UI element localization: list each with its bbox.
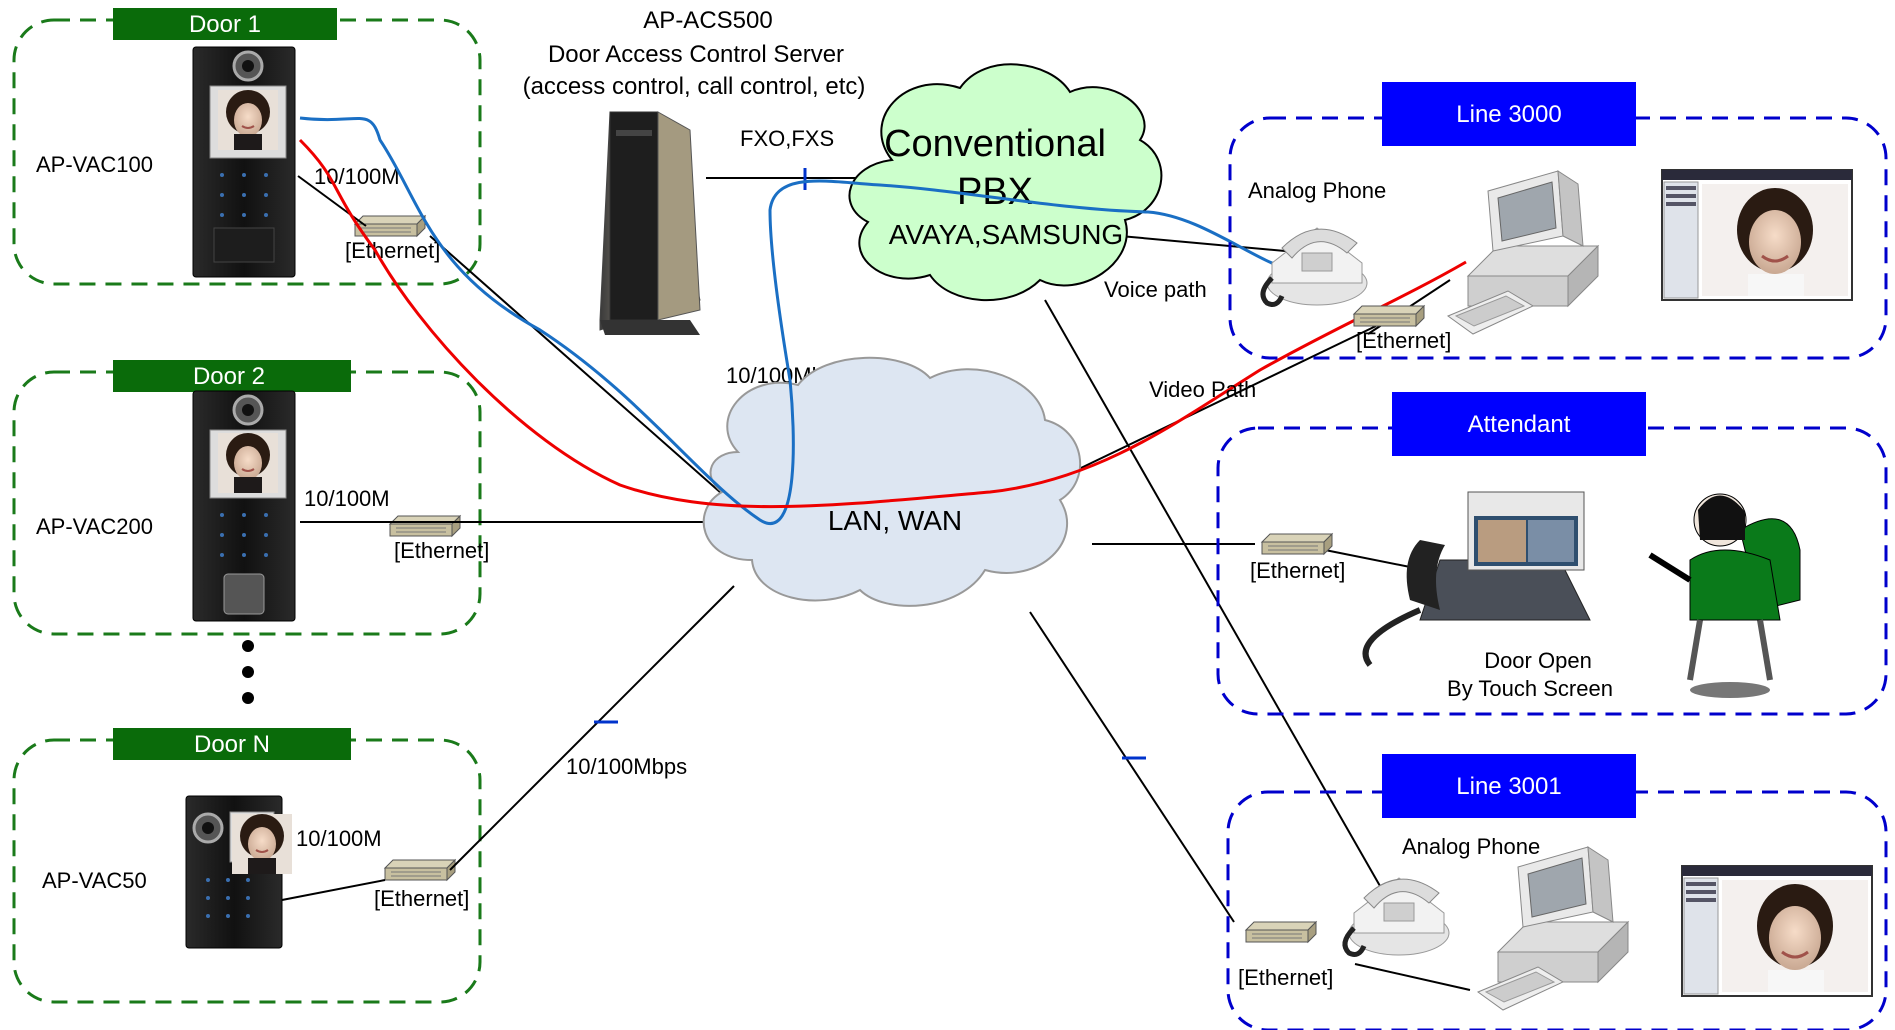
server-title: Door Access Control Server xyxy=(548,41,844,68)
door-1-device-icon xyxy=(192,46,296,278)
door-1-speed: 10/100M xyxy=(314,164,400,189)
door-n-ethernet-switch-icon xyxy=(384,859,456,881)
line-3001-group: Line 3001 Analog Phone [Ethernet] xyxy=(1226,754,1888,1030)
lan-wan-cloud: LAN, WAN xyxy=(702,356,1082,607)
door-1-model: AP-VAC100 xyxy=(36,152,153,177)
door-n-device-icon xyxy=(185,795,293,949)
door-2-header: Door 2 xyxy=(193,363,265,390)
door-n-speed: 10/100M xyxy=(296,826,382,851)
line-3000-ethernet-switch-icon xyxy=(1353,305,1425,327)
line-3001-video-screen-icon xyxy=(1680,864,1874,998)
more-doors-ellipsis xyxy=(242,640,254,704)
line-3001-ethernet-label: [Ethernet] xyxy=(1238,965,1333,990)
door-2-device-icon xyxy=(192,390,296,622)
server-group: AP-ACS500 Door Access Control Server (ac… xyxy=(523,7,866,388)
door-2-ethernet-switch-icon xyxy=(389,515,461,537)
line-3001-header: Line 3001 xyxy=(1456,773,1561,800)
pbx-brands: AVAYA,SAMSUNG xyxy=(889,219,1123,250)
attendant-video-phone-icon xyxy=(1362,491,1591,667)
attendant-ethernet-label: [Ethernet] xyxy=(1250,558,1345,583)
line-3000-phone-icon xyxy=(1263,228,1367,305)
line-3001-pc-icon xyxy=(1477,846,1629,1011)
voice-path-label: Voice path xyxy=(1104,277,1207,302)
attendant-operator-icon xyxy=(1648,493,1801,698)
line-3000-header: Line 3000 xyxy=(1456,101,1561,128)
attendant-ethernet-switch-icon xyxy=(1261,533,1333,555)
line-3000-group: Line 3000 Analog Phone [Ethernet] xyxy=(1228,82,1888,360)
lan-wan-label: LAN, WAN xyxy=(828,505,962,536)
attendant-header: Attendant xyxy=(1468,411,1571,438)
pbx-cloud: Conventional PBX AVAYA,SAMSUNG xyxy=(848,63,1163,301)
door-n-model: AP-VAC50 xyxy=(42,868,147,893)
line-3000-phone-label: Analog Phone xyxy=(1248,178,1386,203)
video-path-label: Video Path xyxy=(1149,377,1256,402)
door-n-link-label: 10/100Mbps xyxy=(566,754,687,779)
line-3000-pc-icon xyxy=(1447,170,1599,335)
line-3001-phone-label: Analog Phone xyxy=(1402,834,1540,859)
video-path-line xyxy=(298,138,1467,509)
door-2-model: AP-VAC200 xyxy=(36,514,153,539)
voice-path-line xyxy=(299,116,1291,525)
server-model: AP-ACS500 xyxy=(643,7,772,34)
door-1-group: Door 1 AP-VAC100 10/100M [Ethernet] xyxy=(12,8,482,286)
door-1-header: Door 1 xyxy=(189,11,261,38)
pbx-title: Conventional xyxy=(884,123,1106,165)
server-subtitle: (access control, call control, etc) xyxy=(523,73,866,100)
line-3000-video-screen-icon xyxy=(1660,168,1854,302)
door-n-group: Door N AP-VAC50 10/100M [Ethernet] xyxy=(12,728,482,1004)
server-device-icon xyxy=(599,111,701,335)
attendant-action-line2: By Touch Screen xyxy=(1447,676,1613,701)
door-2-speed: 10/100M xyxy=(304,486,390,511)
attendant-action-line1: Door Open xyxy=(1484,648,1592,673)
door-1-ethernet-label: [Ethernet] xyxy=(345,238,440,263)
door-2-group: Door 2 AP-VAC200 10/100M [Ethernet] xyxy=(12,360,489,636)
door-2-ethernet-label: [Ethernet] xyxy=(394,538,489,563)
line-3000-ethernet-label: [Ethernet] xyxy=(1356,328,1451,353)
pbx-subtitle: PBX xyxy=(957,171,1033,213)
line-3001-phone-icon xyxy=(1345,878,1449,955)
line-3001-ethernet-switch-icon xyxy=(1245,921,1317,943)
server-port-label: FXO,FXS xyxy=(740,126,834,151)
door-n-ethernet-label: [Ethernet] xyxy=(374,886,469,911)
door-n-header: Door N xyxy=(194,731,270,758)
attendant-group: Attendant [Ethernet] Door Open By Touch … xyxy=(1216,392,1888,716)
